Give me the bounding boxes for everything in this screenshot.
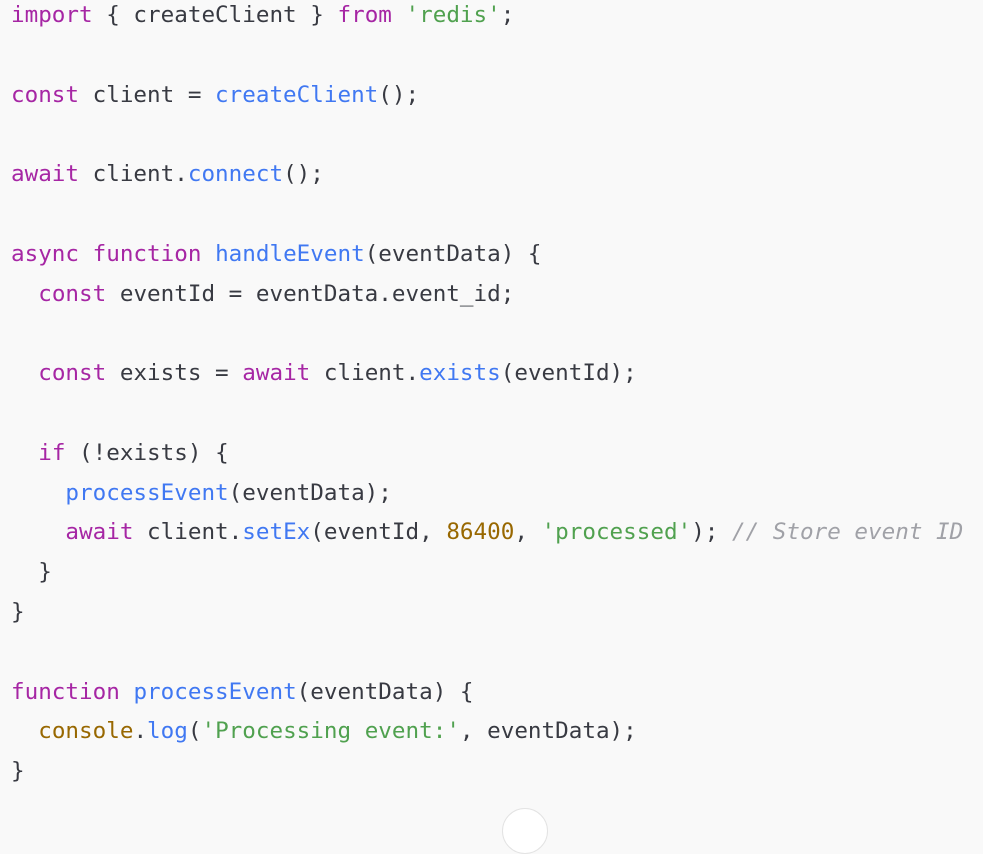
code-token: (); [378, 81, 420, 108]
code-token [11, 281, 38, 307]
code-token: exists [419, 360, 501, 387]
code-line: await client.connect(); [11, 155, 963, 195]
code-token: 'Processing event:' [201, 718, 460, 745]
code-token [79, 241, 93, 267]
code-token: // Store event ID [732, 519, 964, 546]
code-token: await [65, 519, 134, 546]
code-token: client. [310, 360, 420, 387]
code-token: eventId = eventData.event_id; [106, 280, 515, 307]
code-line: processEvent(eventData); [11, 474, 963, 514]
code-token: 'processed' [541, 519, 692, 546]
code-token: . [133, 718, 148, 745]
code-token: } [11, 598, 25, 625]
code-token: await [11, 161, 80, 188]
code-line: await client.setEx(eventId, 86400, 'proc… [11, 513, 963, 553]
code-line: } [11, 752, 963, 792]
code-token [201, 241, 215, 267]
code-token: client. [79, 161, 188, 188]
code-token: (eventData); [228, 479, 392, 506]
code-token: 86400 [446, 519, 515, 546]
code-line: const eventId = eventData.event_id; [11, 275, 963, 315]
code-token: const [11, 81, 80, 108]
code-line [11, 314, 963, 354]
scroll-to-bottom-button[interactable] [502, 808, 548, 854]
code-line: const client = createClient(); [11, 76, 963, 116]
code-block: import { createClient } from 'redis'; co… [11, 0, 963, 792]
code-token: console [38, 718, 134, 745]
code-token: setEx [242, 519, 311, 546]
code-line [11, 633, 963, 673]
code-line: const exists = await client.exists(event… [11, 354, 963, 394]
code-token: (eventData) { [296, 678, 474, 705]
code-token: (!exists) { [65, 439, 229, 466]
code-line: if (!exists) { [11, 434, 963, 474]
code-token: from [337, 2, 392, 28]
code-line: console.log('Processing event:', eventDa… [11, 712, 963, 752]
code-token: , [514, 519, 542, 546]
code-token: (eventId); [500, 360, 637, 387]
code-line: async function handleEvent(eventData) { [11, 235, 963, 275]
code-token: (); [283, 161, 324, 188]
code-token: 'redis' [405, 2, 501, 28]
code-line [11, 195, 963, 235]
code-token [11, 440, 38, 466]
code-token [392, 2, 406, 28]
code-token: const [38, 280, 107, 307]
code-token: client = [79, 81, 216, 108]
code-line: } [11, 593, 963, 633]
code-token: function [92, 240, 202, 267]
code-token: } [11, 758, 25, 785]
code-token: } [11, 559, 52, 586]
code-token: ; [500, 2, 515, 28]
code-token: const [38, 360, 107, 387]
code-token [11, 360, 38, 386]
code-token: (eventData) { [364, 240, 542, 267]
code-token: if [38, 439, 66, 466]
code-token: ( [187, 718, 202, 745]
code-token: createClient [215, 81, 379, 108]
code-token: exists = [106, 360, 243, 387]
code-line: import { createClient } from 'redis'; [11, 0, 963, 36]
code-token: await [242, 360, 311, 387]
code-token: client. [133, 519, 243, 546]
code-token: import [11, 2, 93, 28]
code-token: (eventId, [310, 519, 447, 546]
code-token: processEvent [65, 479, 229, 506]
code-line [11, 115, 963, 155]
code-token: log [147, 718, 188, 745]
code-token: , eventData); [459, 718, 637, 745]
code-line [11, 36, 963, 76]
code-token: connect [187, 161, 284, 188]
code-token [11, 519, 65, 545]
code-line: } [11, 553, 963, 593]
code-token: { createClient } [92, 2, 338, 28]
code-token: processEvent [133, 678, 297, 705]
code-token: handleEvent [215, 240, 365, 267]
code-token [11, 480, 65, 506]
code-token: function [11, 678, 120, 705]
code-token [11, 718, 38, 744]
code-token: ); [691, 519, 732, 546]
code-token: async [11, 240, 80, 267]
code-token [120, 679, 134, 705]
code-line: function processEvent(eventData) { [11, 673, 963, 713]
code-line [11, 394, 963, 434]
